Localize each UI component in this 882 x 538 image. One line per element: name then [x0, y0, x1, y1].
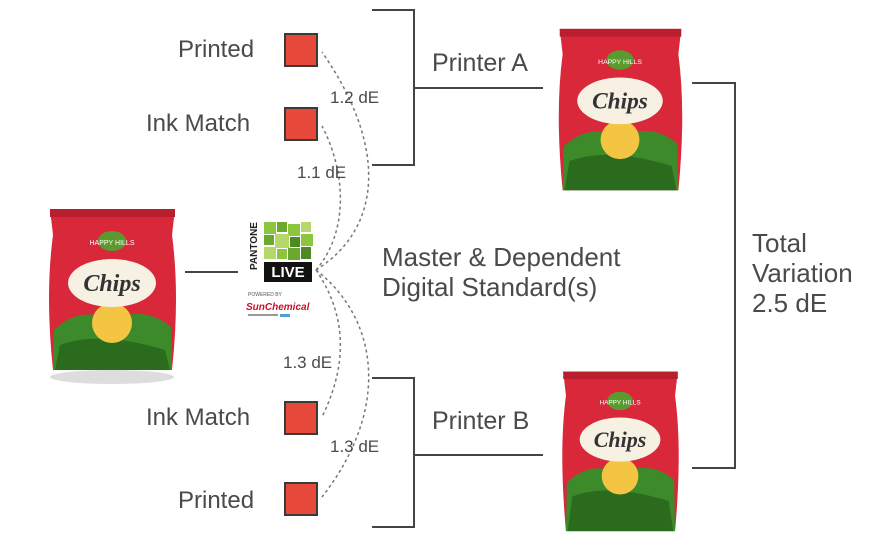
bag-brand-text: HAPPY HILLS [89, 240, 134, 247]
dotted-curve-ink-bottom [315, 269, 342, 418]
dotted-curve-printed-top [315, 51, 370, 271]
de-top-printer: 1.2 dE [330, 88, 380, 107]
powered-by-text: POWERED BY [248, 292, 283, 298]
de-top-ink: 1.1 dE [297, 163, 347, 182]
dotted-curve-printed-bottom [315, 269, 370, 498]
printer-a-chip-bag: Chips HAPPY HILLS [548, 25, 693, 205]
bag-product-text: Chips [83, 271, 140, 297]
live-word: LIVE [271, 264, 304, 281]
printed-bottom-label: Printed [178, 487, 255, 514]
ink-match-top-label: Ink Match [146, 110, 251, 137]
bag-brand-text: HAPPY HILLS [599, 400, 640, 407]
total-line1: Total [752, 228, 807, 258]
chip-bag-graphic: Chips HAPPY HILLS [562, 371, 679, 532]
ink-match-top-swatch [284, 107, 318, 141]
ink-match-bottom-swatch [284, 401, 318, 435]
master-line1: Master & Dependent [382, 242, 621, 272]
printed-top-swatch [284, 33, 318, 67]
de-bottom-ink: 1.3 dE [283, 353, 333, 372]
ink-match-bottom-label: Ink Match [146, 404, 251, 431]
printer-b-label: Printer B [432, 407, 530, 435]
total-line3: 2.5 dE [752, 288, 828, 318]
master-line2: Digital Standard(s) [382, 272, 598, 302]
de-bottom-printer: 1.3 dE [330, 437, 380, 456]
pantone-green-mosaic [264, 222, 313, 260]
chip-bag-graphic: Chips HAPPY HILLS [49, 209, 176, 384]
total-variation-text: Total Variation 2.5 dE [752, 228, 853, 318]
sunchemical-text: SunChemical [246, 302, 310, 313]
printer-b-bracket [372, 377, 415, 528]
printer-a-label: Printer A [432, 49, 528, 77]
pantone-live-logo: PANTONE LIVE POWERED BY SunChemical [244, 218, 320, 330]
pantone-word: PANTONE [249, 222, 260, 270]
total-variation-bracket [692, 82, 736, 469]
master-standard-text: Master & Dependent Digital Standard(s) [382, 242, 620, 302]
chip-bag-graphic: Chips HAPPY HILLS [558, 28, 683, 191]
printed-bottom-swatch [284, 482, 318, 516]
bag-product-text: Chips [592, 89, 648, 115]
total-line2: Variation [752, 258, 853, 288]
master-chip-bag: Chips HAPPY HILLS [40, 205, 185, 390]
printer-b-chip-bag: Chips HAPPY HILLS [548, 368, 693, 538]
bag-product-text: Chips [594, 427, 647, 452]
printed-top-label: Printed [178, 36, 255, 63]
bag-brand-text: HAPPY HILLS [598, 59, 642, 66]
